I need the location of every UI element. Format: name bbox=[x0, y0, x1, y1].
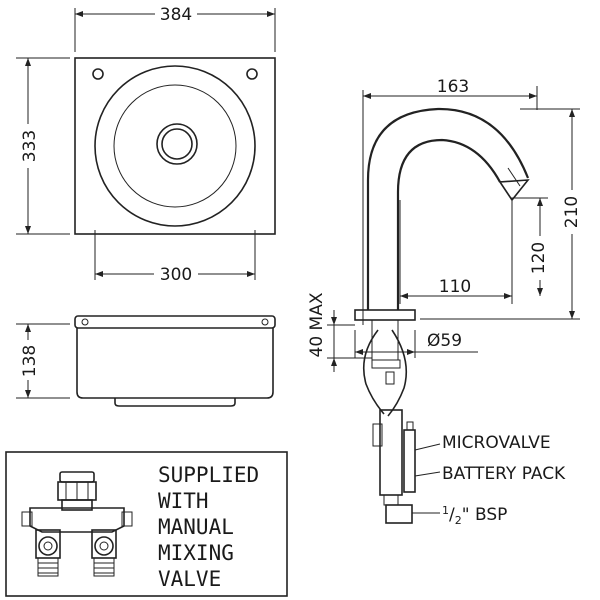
battery-pack-label: BATTERY PACK bbox=[442, 464, 566, 484]
label-backdrop bbox=[432, 76, 474, 95]
arrow-head bbox=[25, 58, 31, 66]
waste-outer bbox=[156, 123, 198, 165]
bsp-label: 1/2" BSP bbox=[442, 504, 507, 527]
back-nut bbox=[371, 359, 401, 369]
inlet-right-thread bbox=[93, 557, 115, 577]
valve-body bbox=[29, 507, 125, 533]
basin-depth-label: 138 bbox=[20, 345, 40, 377]
arrow-head bbox=[25, 226, 31, 234]
sensor-cable bbox=[362, 329, 385, 415]
sensor-window bbox=[507, 167, 521, 187]
bsp-numerator: 1 bbox=[442, 504, 449, 517]
label-backdrop bbox=[560, 190, 582, 234]
mixing-valve-line-1: SUPPLIED bbox=[158, 463, 259, 487]
bowl-inner bbox=[113, 84, 237, 208]
basin-height-label: 333 bbox=[20, 130, 40, 162]
inlet-right-port bbox=[94, 536, 114, 556]
arrow-head bbox=[504, 293, 512, 299]
inlet-left-port bbox=[38, 536, 58, 556]
arrow-head bbox=[267, 11, 275, 17]
basin-top-view: 384 333 300 bbox=[16, 4, 276, 285]
arrow-head bbox=[400, 293, 408, 299]
mounting-hole-left bbox=[92, 68, 104, 80]
valve-neck bbox=[61, 499, 93, 511]
leader-microvalve bbox=[414, 443, 441, 451]
inlet-left-thread bbox=[37, 557, 59, 577]
sensor-tap: 163 210 120 110 bbox=[305, 76, 582, 527]
basin-plate bbox=[74, 57, 276, 235]
basin-lip bbox=[74, 315, 276, 329]
arrow-head bbox=[569, 311, 575, 319]
battery-connector bbox=[406, 421, 414, 431]
valve-handle-left bbox=[21, 511, 33, 527]
bsp-slash: / bbox=[449, 505, 455, 525]
spout-height-label: 120 bbox=[529, 242, 549, 274]
arrow-head bbox=[407, 349, 415, 355]
arrow-head bbox=[25, 324, 31, 332]
mixing-valve-frame bbox=[5, 451, 288, 597]
mixing-valve-line-3: MANUAL bbox=[158, 515, 234, 539]
mixing-valve-box: SUPPLIED WITH MANUAL MIXING VALVE bbox=[5, 451, 288, 597]
cable-clip bbox=[385, 371, 395, 385]
spout-reach-label: 110 bbox=[439, 277, 471, 297]
label-backdrop bbox=[154, 264, 198, 284]
valve-top-cap bbox=[59, 471, 95, 483]
microvalve-body bbox=[379, 409, 403, 496]
valve-outlet bbox=[383, 494, 399, 506]
deck-thickness-label: 40 MAX bbox=[307, 292, 327, 357]
inlet-left-bore bbox=[43, 541, 53, 551]
basin-body bbox=[76, 328, 274, 399]
arrow-head bbox=[331, 317, 337, 325]
tap-height-label: 210 bbox=[562, 196, 582, 228]
arrow-head bbox=[537, 198, 543, 206]
label-backdrop bbox=[18, 124, 40, 168]
bsp-connector bbox=[385, 504, 413, 524]
basin-side-view: 138 bbox=[16, 315, 276, 407]
lip-hole bbox=[81, 318, 89, 326]
label-backdrop bbox=[18, 340, 40, 380]
label-backdrop bbox=[527, 236, 549, 280]
label-backdrop bbox=[155, 4, 197, 24]
arrow-head bbox=[529, 93, 537, 99]
label-backdrop bbox=[434, 277, 476, 295]
microvalve-tab bbox=[372, 423, 383, 447]
arrow-head bbox=[75, 11, 83, 17]
mounting-hole-right bbox=[246, 68, 258, 80]
mixing-valve-illustration bbox=[21, 471, 133, 577]
arrow-head bbox=[247, 271, 255, 277]
basin-waste-base bbox=[114, 398, 236, 407]
tap-base bbox=[354, 309, 416, 321]
arrow-head bbox=[537, 288, 543, 296]
tap-shank bbox=[371, 319, 399, 361]
arrow-head bbox=[95, 271, 103, 277]
inlet-right-bore bbox=[99, 541, 109, 551]
arrow-head bbox=[331, 358, 337, 366]
tap-spout-outer bbox=[366, 107, 530, 310]
leader-battery bbox=[414, 471, 441, 477]
waste-inner bbox=[161, 128, 193, 160]
valve-handle-right bbox=[121, 511, 133, 527]
mixing-valve-line-4: MIXING bbox=[158, 541, 234, 565]
bowl-width-label: 300 bbox=[160, 265, 192, 285]
arrow-head bbox=[355, 349, 363, 355]
bsp-suffix: " BSP bbox=[462, 505, 508, 525]
arrow-head bbox=[363, 93, 371, 99]
microvalve-label: MICROVALVE bbox=[442, 433, 551, 453]
tap-spout-inner bbox=[396, 138, 501, 310]
bsp-denominator: 2 bbox=[455, 514, 462, 527]
bowl-outer-rim bbox=[94, 65, 256, 227]
mixing-valve-line-5: VALVE bbox=[158, 567, 221, 591]
tap-outlet bbox=[498, 179, 530, 202]
tap-reach-label: 163 bbox=[437, 77, 469, 97]
arrow-head bbox=[569, 109, 575, 117]
basin-width-label: 384 bbox=[160, 5, 192, 25]
base-diameter-label: Ø59 bbox=[427, 331, 462, 351]
battery-pack bbox=[403, 429, 416, 493]
arrow-head bbox=[25, 390, 31, 398]
label-backdrop bbox=[305, 288, 327, 362]
supply-cable bbox=[387, 329, 408, 417]
mixing-valve-line-2: WITH bbox=[158, 489, 209, 513]
lip-hole bbox=[261, 318, 269, 326]
